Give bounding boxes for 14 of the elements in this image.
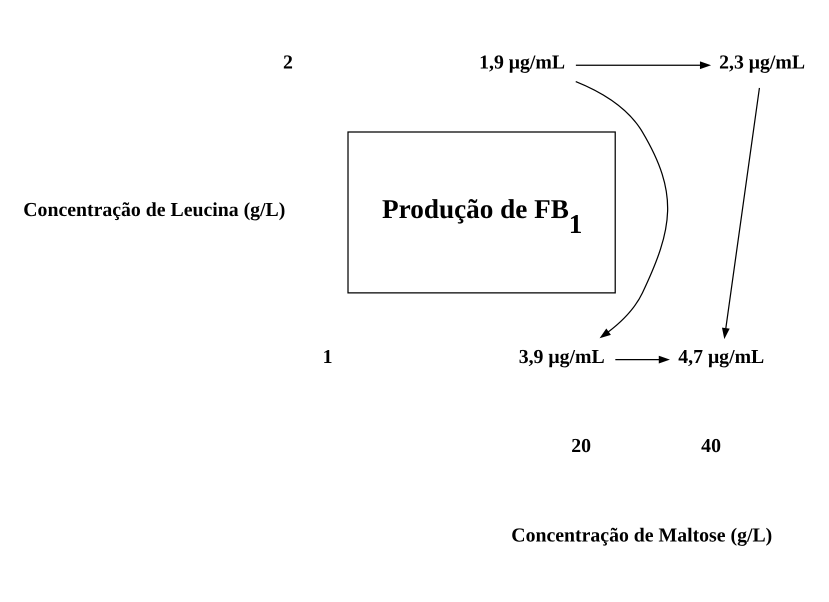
arrow [615,355,670,364]
label: 20 [571,434,592,457]
label: 1 [322,346,333,368]
label: Concentração de Leucina (g/L) [23,198,286,220]
label: 40 [701,434,721,457]
node-text: 4,7 μg/mL [678,346,764,368]
arrow [576,80,668,338]
label: 2 [283,51,293,74]
arrow [722,87,760,339]
node-text: 2,3 μg/mL [719,51,806,74]
arrow [576,60,712,69]
node-text: 1,9 μg/mL [479,51,566,74]
node-text: 3,9 μg/mL [518,346,605,368]
label: Concentração de Maltose (g/L) [511,524,772,546]
